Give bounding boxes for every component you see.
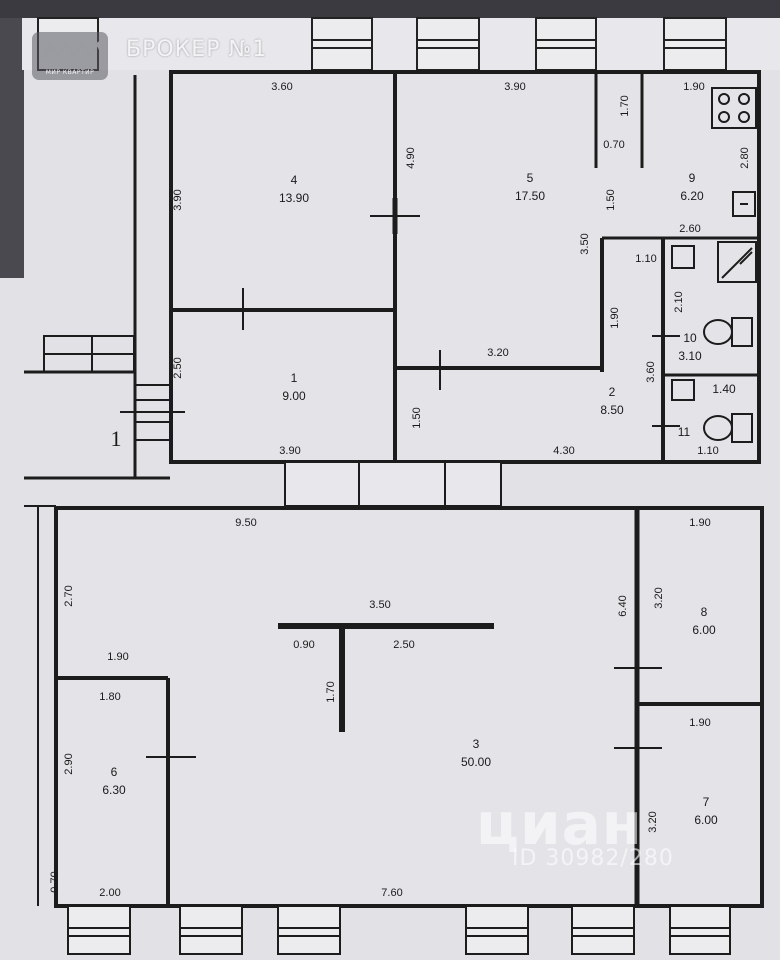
dimension: 1.90	[689, 717, 710, 729]
top-windows	[37, 17, 727, 71]
dimension: 4.90	[405, 147, 417, 168]
dimension: 0.70	[603, 139, 624, 151]
stove-icon	[711, 87, 757, 129]
room-number: 9	[689, 171, 696, 185]
room-number: 1	[291, 371, 298, 385]
room-number: 7	[703, 795, 710, 809]
shower-icon	[717, 241, 757, 283]
dimension: 9.50	[235, 517, 256, 529]
dimension: 1.10	[635, 253, 656, 265]
room-area: 3.10	[678, 349, 702, 363]
watermark-text: циан	[476, 790, 643, 858]
room-area: 17.50	[515, 189, 545, 203]
watermark-id: ID 30982/280	[512, 846, 674, 871]
sink-icon	[732, 191, 756, 217]
room-area: 13.90	[279, 191, 309, 205]
upper-block-walls	[169, 70, 761, 464]
top-dark-band	[0, 0, 780, 18]
dimension: 3.90	[504, 81, 525, 93]
dimension: 7.60	[381, 887, 402, 899]
entrance-stairs	[24, 75, 185, 480]
room-area: 6.00	[692, 623, 716, 637]
dimension: 3.60	[645, 361, 657, 382]
dimension: 0.70	[49, 871, 61, 892]
room-number: 3	[473, 737, 480, 751]
dimension: 3.90	[279, 445, 300, 457]
room-area: 1.40	[712, 382, 736, 396]
bottom-windows	[67, 905, 731, 955]
room-area: 6.30	[102, 783, 126, 797]
dimension: 3.50	[369, 599, 390, 611]
dimension: 1.50	[411, 407, 423, 428]
dimension: 1.70	[619, 95, 631, 116]
dimension: 2.50	[393, 639, 414, 651]
brand-name: БРОКЕР №1	[126, 37, 268, 62]
dimension: 3.20	[653, 587, 665, 608]
dimension: 2.90	[63, 753, 75, 774]
washbasin-icon	[671, 245, 695, 401]
entrance-number: 1	[111, 426, 122, 451]
room-area: 6.20	[680, 189, 704, 203]
dimension: 1.90	[683, 81, 704, 93]
dimension: 1.90	[107, 651, 128, 663]
room-number: 4	[291, 173, 298, 187]
left-shadow	[0, 18, 24, 278]
room-area: 9.00	[282, 389, 306, 403]
dimension: 3.90	[172, 189, 184, 210]
room-number: 8	[701, 605, 708, 619]
dimension: 0.90	[293, 639, 314, 651]
room-area: 6.00	[694, 813, 718, 827]
dimension-labels: 3.60 3.90 1.90 3.90 4.90 1.70 0.70 2.80 …	[49, 81, 751, 899]
dimension: 2.10	[673, 291, 685, 312]
dimension: 6.40	[617, 595, 629, 616]
dimension: 1.50	[605, 189, 617, 210]
room-area: 50.00	[461, 755, 491, 769]
dimension: 3.60	[271, 81, 292, 93]
dimension: 2.50	[172, 357, 184, 378]
dimension: 2.00	[99, 887, 120, 899]
room-number: 10	[683, 331, 697, 345]
dimension: 4.30	[553, 445, 574, 457]
toilet-icon	[703, 317, 753, 443]
lower-block-walls	[24, 505, 764, 908]
dimension: 2.60	[679, 223, 700, 235]
dimension: 1.70	[325, 681, 337, 702]
mid-windows	[284, 461, 502, 507]
door-marks	[146, 198, 680, 758]
dimension: 3.20	[487, 347, 508, 359]
room-number: 5	[527, 171, 534, 185]
room-number: 2	[609, 385, 616, 399]
dimension: 1.80	[99, 691, 120, 703]
dimension: 2.80	[739, 147, 751, 168]
dimension: 1.90	[689, 517, 710, 529]
paper-top	[22, 18, 780, 70]
dimension: 3.20	[647, 811, 659, 832]
room-number: 6	[111, 765, 118, 779]
logo-caption: МИР КВАРТИР	[45, 69, 95, 76]
room-labels: 4 13.90 5 17.50 9 6.20 1 9.00 2 8.50 10 …	[102, 171, 736, 827]
dimension: 3.50	[579, 233, 591, 254]
dimension: 2.70	[63, 585, 75, 606]
room-area: 8.50	[600, 403, 624, 417]
dimension: 1.90	[609, 307, 621, 328]
dimension: 1.10	[697, 445, 718, 457]
agency-logo: МИР КВАРТИР	[32, 32, 108, 80]
room-number: 11	[678, 425, 691, 439]
